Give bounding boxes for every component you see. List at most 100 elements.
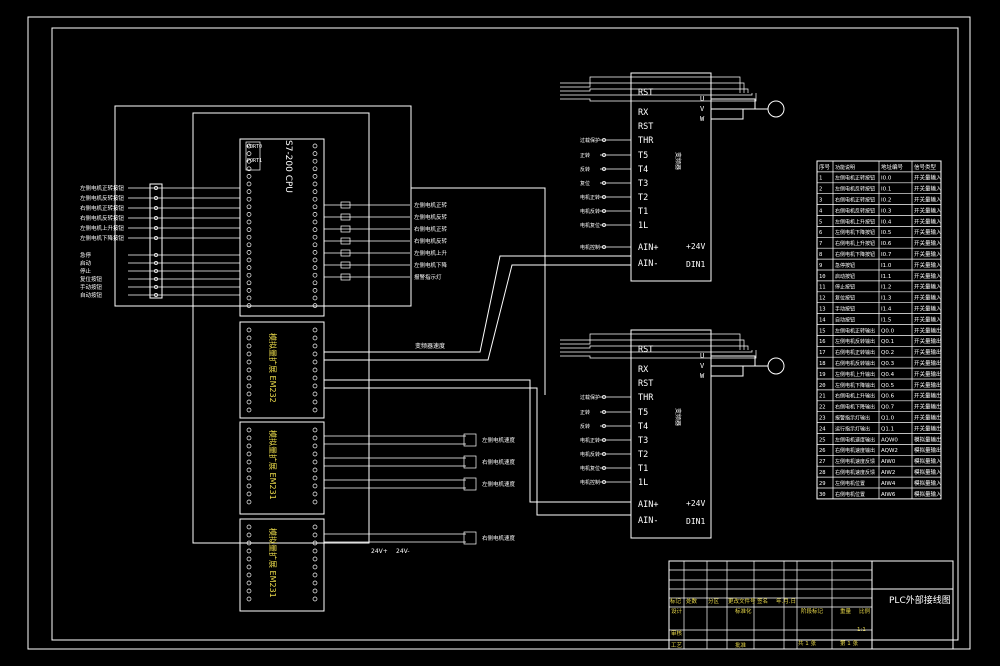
power-wire [560, 76, 741, 93]
strip-terminal [154, 285, 158, 289]
module-terminal [312, 351, 318, 357]
io-table-cell: 开关量输出 [914, 326, 942, 334]
inverter-terminal-label: THR [638, 136, 654, 146]
strip-terminal [154, 206, 158, 210]
cpu-input-terminal [246, 196, 252, 202]
label-24v-plus: 24V+ [371, 548, 388, 555]
output-relay [340, 261, 351, 269]
inverter-terminal-label: T5 [638, 151, 648, 161]
wire-plc-inv1-b [324, 264, 631, 361]
left-input-label: 左侧电机上升按钮 [80, 224, 125, 232]
cpu-input-terminal [246, 280, 252, 286]
io-table-cell: 开关量输出 [914, 381, 942, 389]
inverter-24v-label: +24V [686, 499, 705, 508]
module-terminal [246, 580, 252, 586]
module-terminal [246, 383, 252, 389]
module-em232 [239, 321, 325, 419]
power-wire [560, 93, 757, 102]
cpu-output-terminal [312, 174, 318, 179]
inverter-din-label: DIN1 [686, 260, 705, 269]
io-table-cell: 左侧电机下降输出 [835, 382, 875, 389]
io-table-cell: 开关量输出 [914, 348, 942, 356]
io-table-cell: 左侧电机反转按钮 [835, 186, 875, 193]
output-label: 报警指示灯 [414, 273, 442, 281]
output-label: 右侧电机正转 [414, 225, 448, 233]
inverter-output-label: V [700, 105, 705, 113]
inverter-input-label: 反转 [580, 166, 590, 173]
module-terminal [246, 491, 252, 497]
io-table-cell: 开关量输出 [914, 337, 942, 345]
output-relay [340, 201, 351, 209]
io-table-cell: AIW2 [881, 470, 895, 476]
strip-terminal [154, 186, 158, 190]
io-table-cell: 21 [819, 394, 826, 400]
input-terminal-strip [149, 183, 163, 299]
plc-cpu [239, 138, 325, 317]
output-relay [340, 249, 351, 257]
title-block-cell: 比例 [859, 607, 871, 615]
inverter-terminal-label: AIN- [638, 259, 658, 269]
inverter-terminal-label: 1L [638, 478, 648, 488]
inverter-output-label: W [700, 372, 705, 380]
analog-output-label: 右侧电机速度 [482, 458, 516, 466]
io-table-cell: 左侧电机位置 [835, 480, 865, 487]
title-block-cell: 重量 [840, 607, 852, 615]
inverter-input-label: 电机正转 [580, 194, 600, 201]
module-terminal [312, 467, 318, 473]
title-block-cell: 标准化 [735, 607, 752, 615]
output-label: 右侧电机反转 [414, 237, 448, 245]
port0-label: PORT0 [247, 144, 262, 150]
module-terminal [312, 367, 318, 373]
io-table-cell: 自动按钮 [835, 316, 855, 323]
cpu-output-terminal [312, 151, 318, 156]
io-table-cell: 开关量输出 [914, 370, 942, 378]
inverter-terminal-label: T2 [638, 450, 648, 460]
io-table-cell: I1.5 [881, 317, 892, 323]
cpu-output-terminal [312, 143, 318, 149]
title-block-cell: 1:1 [857, 627, 866, 633]
switch-contact [602, 395, 606, 399]
inverter-input-label: 电机复位 [580, 465, 600, 472]
cpu-output-terminal [312, 181, 318, 187]
io-table-cell: 左侧电机正转按钮 [835, 175, 875, 182]
io-table-cell: Q0.3 [881, 361, 895, 367]
io-table-cell: Q0.4 [881, 372, 895, 378]
io-table-cell: 右侧电机上升按钮 [835, 240, 875, 247]
io-table-cell: 27 [819, 459, 826, 465]
inverter-terminal-label: T5 [638, 408, 648, 418]
inverter-terminal-label: RX [638, 108, 649, 118]
outer-frame [27, 16, 971, 650]
io-table-cell: 开关量输入 [914, 272, 942, 280]
module-em231-b-label: 模拟量扩展 EM231 [268, 528, 278, 598]
strip-terminal [154, 196, 158, 200]
analog-output-label: 左侧电机速度 [482, 480, 516, 488]
io-table-cell: 开关量输出 [914, 392, 942, 400]
io-table-cell: 启动按钮 [835, 273, 855, 280]
left-input-label: 急停 [80, 251, 92, 259]
analog-output-label: 左侧电机速度 [482, 436, 516, 444]
module-terminal [246, 451, 252, 457]
io-table-cell: 开关量输入 [914, 315, 942, 323]
io-table-cell: 右侧电机正转按钮 [835, 197, 875, 204]
inverter-input-label: 正转 [580, 409, 590, 416]
title-block-cell: 签名 [757, 597, 768, 605]
io-table-cell: I1.3 [881, 296, 892, 302]
power-wire [560, 82, 745, 93]
io-table-cell: 开关量输入 [914, 228, 942, 236]
io-table-cell: 右侧电机反转按钮 [835, 207, 875, 214]
module-terminal [312, 399, 318, 405]
switch-contact [602, 452, 606, 456]
inverter-terminal-label: 1L [638, 221, 648, 231]
cpu-output-terminal [312, 212, 318, 217]
title-block-cell: 批准 [735, 641, 747, 649]
io-table-cell: 4 [819, 208, 823, 214]
io-table-cell: 右侧电机反转输出 [835, 360, 875, 367]
io-table-cell: 左侧电机反转输出 [835, 338, 875, 345]
left-input-label: 自动按钮 [80, 291, 103, 299]
switch-contact [602, 209, 606, 213]
module-terminal [246, 407, 252, 413]
io-table-cell: AIW6 [881, 492, 896, 498]
io-table-cell: 右侧电机下降输出 [835, 404, 875, 411]
cpu-output-terminal [312, 250, 318, 255]
motor-wire [711, 108, 768, 120]
